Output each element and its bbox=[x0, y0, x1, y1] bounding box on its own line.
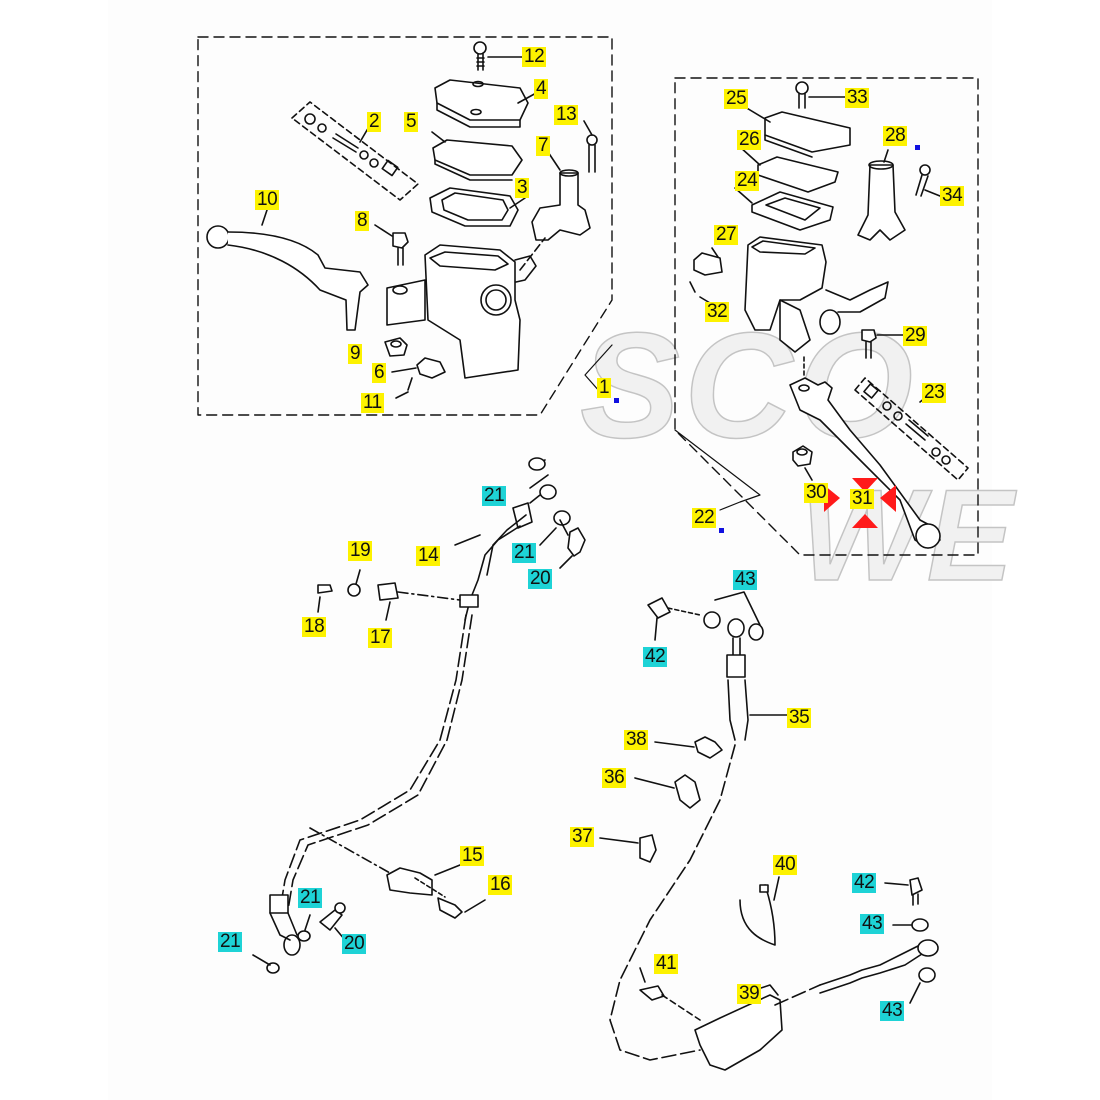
callout-17[interactable]: 17 bbox=[368, 627, 393, 648]
reservoir-cap-25 bbox=[744, 106, 851, 158]
arrow-down bbox=[852, 478, 878, 492]
arrow-up bbox=[852, 514, 878, 528]
callout-43[interactable]: 43 bbox=[860, 913, 885, 934]
callout-25[interactable]: 25 bbox=[724, 88, 749, 109]
diaphragm-3 bbox=[429, 187, 526, 227]
callout-9[interactable]: 9 bbox=[348, 343, 363, 364]
callout-2[interactable]: 2 bbox=[367, 111, 382, 132]
callout-4[interactable]: 4 bbox=[534, 78, 549, 99]
callout-32[interactable]: 32 bbox=[705, 301, 730, 322]
diaphragm-24 bbox=[734, 187, 834, 231]
clip-36 bbox=[634, 774, 701, 809]
diaphragm-plate-5 bbox=[431, 131, 523, 181]
callout-21[interactable]: 21 bbox=[512, 542, 537, 563]
screw-34 bbox=[915, 164, 941, 197]
callout-23[interactable]: 23 bbox=[922, 382, 947, 403]
callout-36[interactable]: 36 bbox=[602, 767, 627, 788]
callout-8[interactable]: 8 bbox=[355, 210, 370, 231]
master-cylinder-body bbox=[386, 237, 546, 379]
clip-37 bbox=[599, 834, 657, 863]
brake-lever-31 bbox=[789, 356, 941, 549]
group-1-leader bbox=[584, 344, 613, 393]
callout-21[interactable]: 21 bbox=[218, 931, 243, 952]
right-assembly-boundary bbox=[674, 77, 979, 556]
diagram-panel bbox=[108, 0, 992, 1100]
screw-13 bbox=[583, 120, 598, 173]
master-cylinder-body-right bbox=[744, 236, 889, 353]
callout-14[interactable]: 14 bbox=[416, 545, 441, 566]
callout-21[interactable]: 21 bbox=[482, 485, 507, 506]
callout-5[interactable]: 5 bbox=[404, 111, 419, 132]
screw-12 bbox=[473, 41, 523, 71]
clamp-holder-28 bbox=[857, 149, 906, 241]
callout-20[interactable]: 20 bbox=[528, 568, 553, 589]
callout-39[interactable]: 39 bbox=[737, 983, 762, 1004]
callout-22[interactable]: 22 bbox=[692, 507, 717, 528]
group-marker-22 bbox=[719, 528, 724, 533]
brake-lever-10 bbox=[206, 206, 369, 331]
clamp-15-assembly bbox=[309, 827, 486, 919]
watermark-line1: SCO bbox=[579, 301, 918, 469]
callout-27[interactable]: 27 bbox=[714, 224, 739, 245]
callout-41[interactable]: 41 bbox=[654, 953, 679, 974]
callout-16[interactable]: 16 bbox=[488, 874, 513, 895]
callout-38[interactable]: 38 bbox=[624, 729, 649, 750]
callout-13[interactable]: 13 bbox=[554, 104, 579, 125]
piston-kit-2 bbox=[291, 101, 419, 201]
callout-28[interactable]: 28 bbox=[883, 125, 908, 146]
nut-30 bbox=[792, 445, 813, 481]
callout-43[interactable]: 43 bbox=[880, 1000, 905, 1021]
group-marker-28 bbox=[915, 145, 920, 150]
callout-19[interactable]: 19 bbox=[348, 540, 373, 561]
screw-11 bbox=[395, 377, 413, 399]
bolt-29 bbox=[861, 329, 906, 359]
callout-29[interactable]: 29 bbox=[903, 325, 928, 346]
callout-26[interactable]: 26 bbox=[737, 129, 762, 150]
brake-hose-14 bbox=[269, 457, 571, 956]
reservoir-cap-4 bbox=[434, 79, 539, 128]
clamp-17-assembly bbox=[317, 569, 461, 621]
callout-6[interactable]: 6 bbox=[372, 362, 387, 383]
callout-24[interactable]: 24 bbox=[735, 170, 760, 191]
callout-11[interactable]: 11 bbox=[361, 392, 384, 413]
screw-33 bbox=[795, 81, 846, 109]
callout-34[interactable]: 34 bbox=[940, 185, 965, 206]
switch-6 bbox=[391, 357, 446, 379]
left-assembly-boundary bbox=[197, 36, 613, 416]
group-marker-1 bbox=[614, 398, 619, 403]
callout-18[interactable]: 18 bbox=[302, 616, 327, 637]
clip-38 bbox=[654, 736, 723, 759]
callout-42[interactable]: 42 bbox=[643, 646, 668, 667]
washer-21-top bbox=[529, 474, 557, 546]
bolt-20-top bbox=[559, 519, 586, 569]
bolt-8 bbox=[374, 224, 409, 266]
clamp-holder-7 bbox=[531, 151, 591, 241]
bracket-39 bbox=[639, 877, 939, 1071]
callout-3[interactable]: 3 bbox=[515, 177, 530, 198]
brake-hose-35 bbox=[609, 591, 789, 1061]
arrow-left bbox=[880, 485, 896, 512]
callout-40[interactable]: 40 bbox=[773, 854, 798, 875]
callout-1[interactable]: 1 bbox=[597, 377, 612, 398]
callout-43[interactable]: 43 bbox=[733, 569, 758, 590]
callout-7[interactable]: 7 bbox=[536, 135, 551, 156]
callout-42[interactable]: 42 bbox=[852, 872, 877, 893]
bolt-20-bottom bbox=[252, 902, 346, 974]
callout-35[interactable]: 35 bbox=[787, 707, 812, 728]
callout-37[interactable]: 37 bbox=[570, 826, 595, 847]
cable-tie-40 bbox=[739, 876, 780, 946]
callout-10[interactable]: 10 bbox=[255, 189, 280, 210]
switch-27 bbox=[689, 247, 723, 304]
callout-12[interactable]: 12 bbox=[522, 46, 547, 67]
nut-9 bbox=[384, 337, 408, 357]
callout-15[interactable]: 15 bbox=[460, 845, 485, 866]
group-22-leader bbox=[674, 429, 761, 511]
callout-31-highlighted[interactable]: 31 bbox=[850, 488, 875, 509]
callout-20[interactable]: 20 bbox=[342, 933, 367, 954]
callout-21[interactable]: 21 bbox=[298, 887, 323, 908]
callout-33[interactable]: 33 bbox=[845, 87, 870, 108]
callout-30[interactable]: 30 bbox=[804, 482, 829, 503]
highlight-arrows-31 bbox=[824, 478, 896, 528]
